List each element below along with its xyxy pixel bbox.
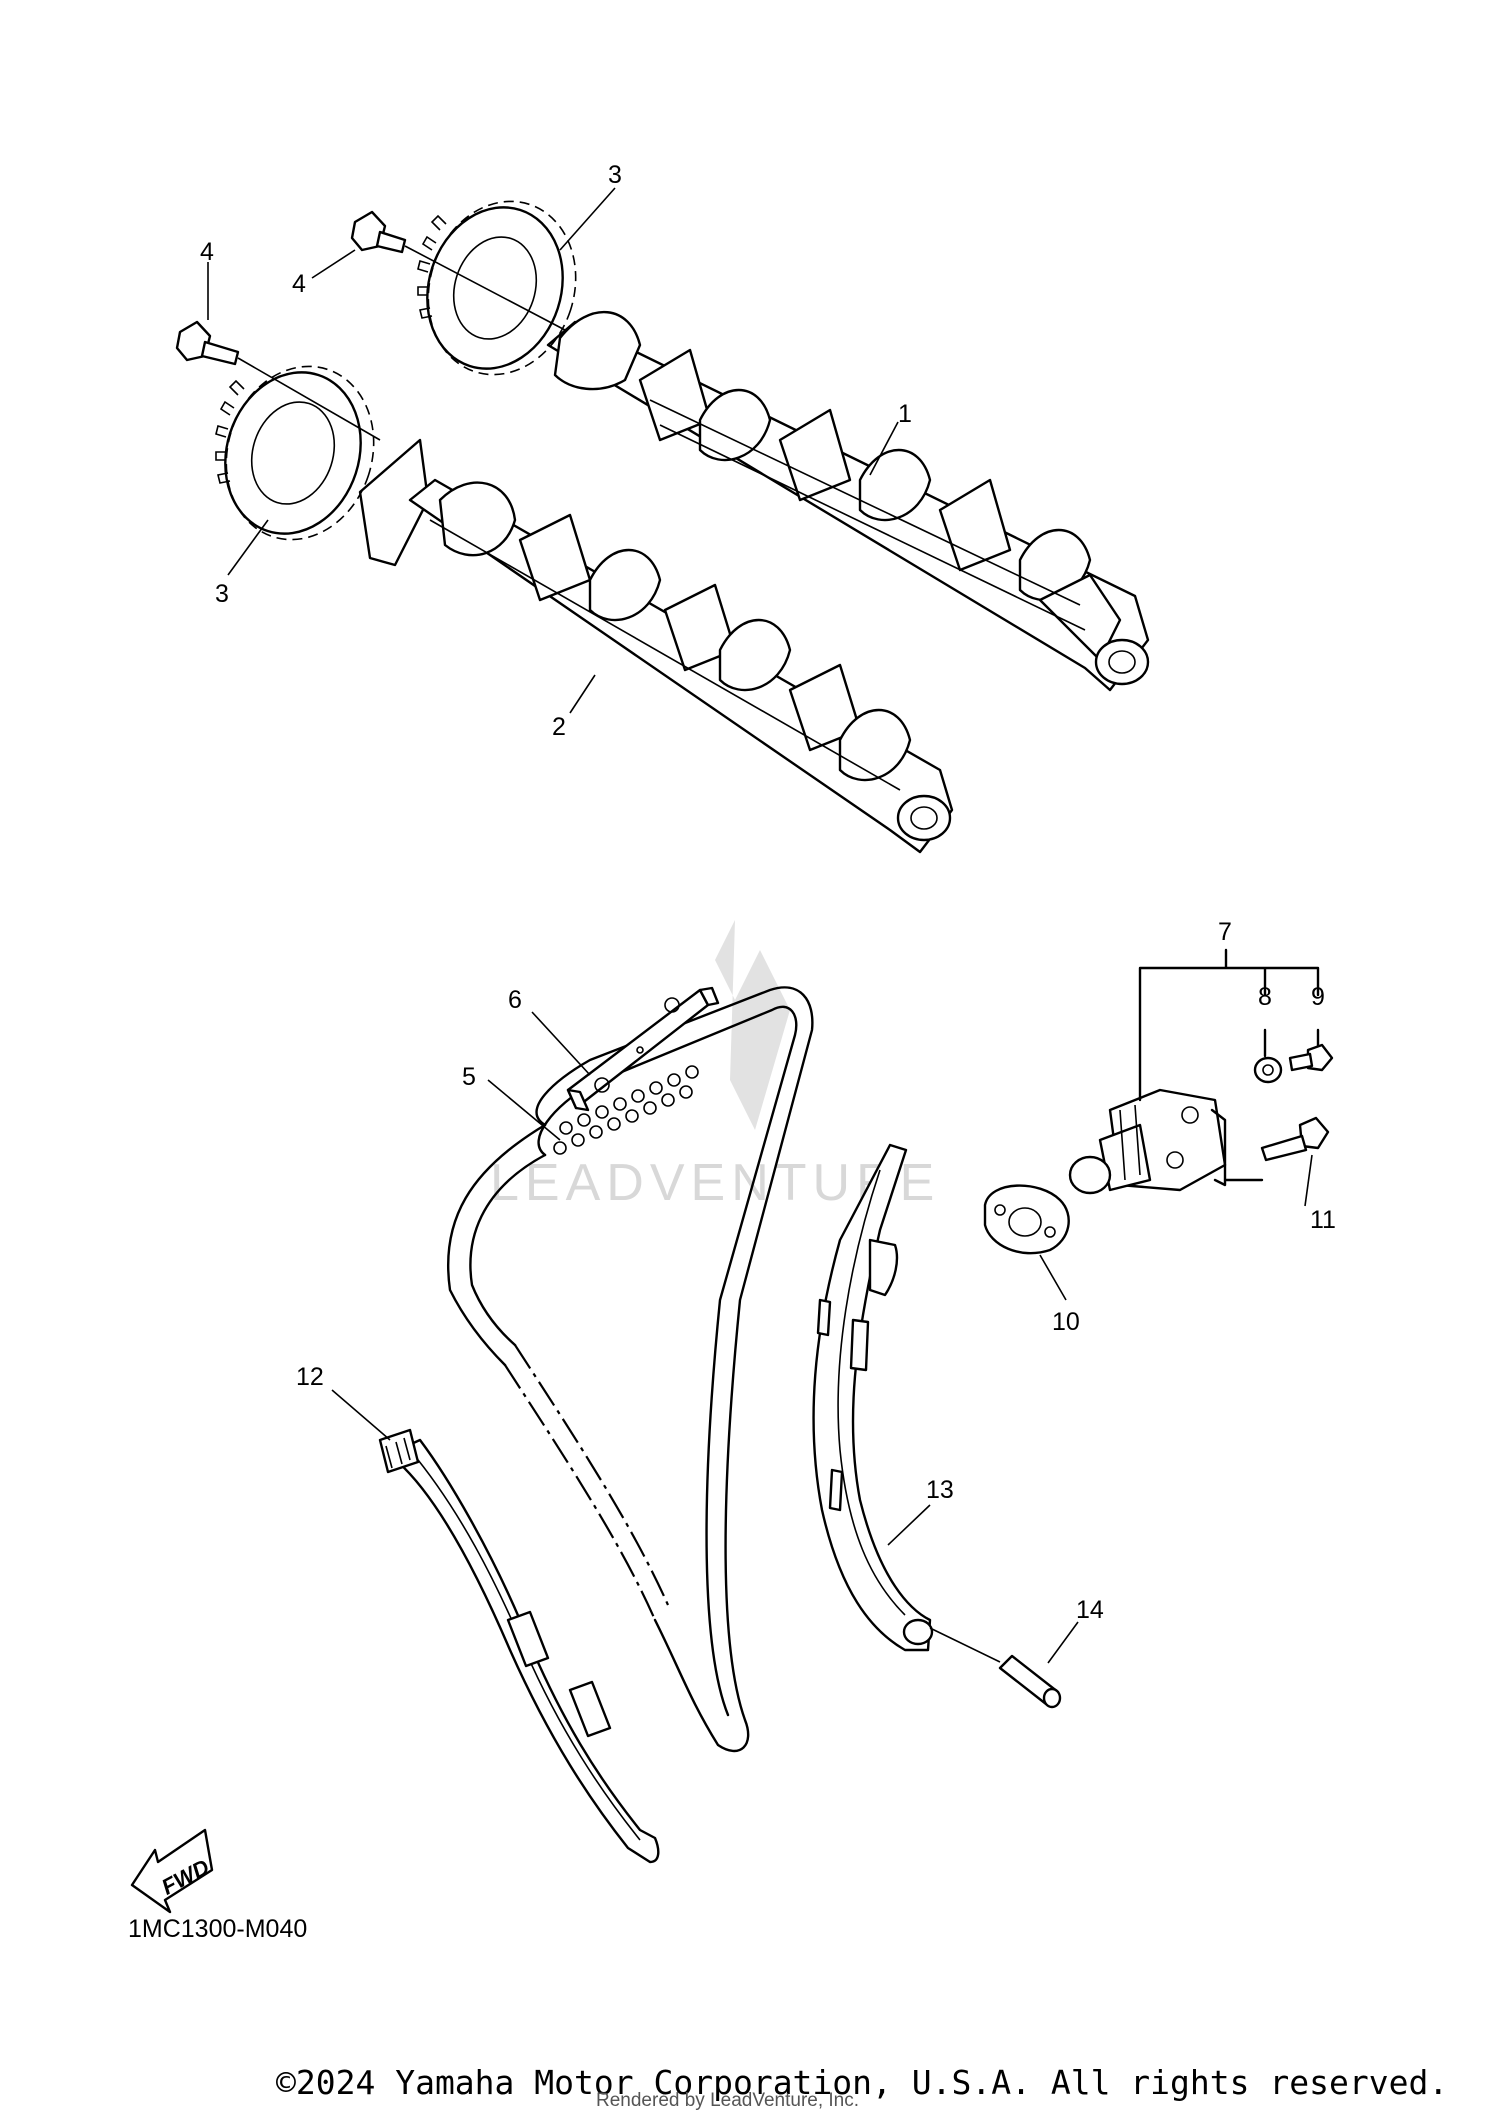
callout-8: 8 — [1258, 983, 1272, 1011]
chain-guide-12 — [378, 1428, 660, 1864]
chain-guide-6 — [566, 986, 720, 1112]
fwd-arrow-icon: FWD — [130, 1828, 213, 1914]
leadventure-logo-icon — [715, 920, 790, 1130]
bolt-4-lower — [175, 320, 381, 441]
washer-8 — [1253, 1056, 1283, 1084]
callouts: 3 4 4 3 1 2 6 5 7 8 9 11 10 12 13 14 — [200, 161, 1336, 1624]
timing-chain-5 — [446, 986, 814, 1752]
camshaft-2 — [358, 438, 954, 854]
cam-sprocket-lower — [215, 365, 375, 541]
callout-3-upper: 3 — [608, 161, 622, 189]
leader-lines — [207, 187, 1313, 1664]
tensioner-guide-13 — [812, 1143, 934, 1652]
callout-bracket-7 — [1138, 948, 1320, 1187]
camshaft-1 — [546, 311, 1150, 692]
callout-6: 6 — [508, 986, 522, 1014]
copyright-notice: ©2024 Yamaha Motor Corporation, U.S.A. A… — [276, 2063, 1449, 2102]
callout-2: 2 — [552, 713, 566, 741]
callout-11: 11 — [1310, 1206, 1336, 1234]
diagram-code: 1MC1300-M040 — [128, 1915, 307, 1943]
callout-4-lower: 4 — [200, 238, 214, 266]
callout-5: 5 — [462, 1063, 476, 1091]
bolt-9 — [1288, 1043, 1334, 1072]
callout-1: 1 — [898, 400, 912, 428]
callout-10: 10 — [1052, 1308, 1080, 1336]
callout-7: 7 — [1218, 918, 1232, 946]
leadventure-watermark: LEADVENTURE — [490, 920, 934, 1212]
callout-4-upper: 4 — [292, 270, 306, 298]
callout-12: 12 — [296, 1363, 324, 1391]
bolt-4-upper — [350, 210, 566, 331]
pin-14 — [929, 1627, 1062, 1709]
chain-tensioner-7 — [1068, 1088, 1227, 1195]
cam-sprocket-upper — [417, 200, 577, 376]
rendered-by-notice: Rendered by LeadVenture, Inc. — [596, 2090, 860, 2111]
callout-9: 9 — [1311, 983, 1325, 1011]
chain-links — [553, 1065, 699, 1155]
gasket-10 — [983, 1184, 1070, 1255]
bolt-11 — [1260, 1116, 1330, 1162]
callout-14: 14 — [1076, 1596, 1104, 1624]
callout-13: 13 — [926, 1476, 954, 1504]
callout-3-lower: 3 — [215, 580, 229, 608]
